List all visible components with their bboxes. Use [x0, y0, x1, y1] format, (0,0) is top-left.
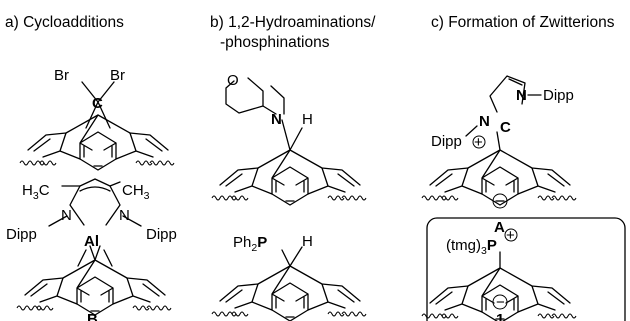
phosphonium-zwitterion-1: (tmg)3P + − 1: [421, 217, 626, 321]
nacnac-nitrogen-right-label: N: [119, 207, 130, 224]
dipp-right-label: Dipp: [543, 87, 574, 104]
bromine-left-label: Br: [54, 67, 69, 84]
morpholine-oxygen-label: O: [227, 72, 239, 89]
tmg-phosphonium-label: (tmg)3P: [446, 237, 497, 257]
diphenylphosphine-label: Ph2P: [233, 234, 267, 254]
dipp-left-label: Dipp: [6, 226, 37, 243]
carbene-carbon-label: C: [500, 119, 511, 136]
methyl-left-label: H3C: [22, 182, 50, 202]
compound-label-b: B: [87, 311, 98, 321]
anionic-charge: [492, 294, 508, 310]
cationic-charge: [472, 135, 486, 149]
header-cycloadditions: a) Cycloadditions: [5, 14, 124, 31]
minus-sign: −: [496, 294, 505, 311]
header-hydroaminations: b) 1,2-Hydroaminations/: [210, 14, 376, 31]
aluminium-label: Al: [84, 233, 99, 250]
compound-label-a: A: [494, 219, 505, 236]
hydrophosphination-product: Ph2P H: [211, 233, 367, 321]
minus-sign: −: [496, 193, 505, 210]
dipp-left-label: Dipp: [431, 133, 462, 150]
header-zwitterions: c) Formation of Zwitterions: [431, 14, 615, 31]
plus-sign: +: [474, 134, 483, 151]
morpholine-nitrogen-label: N: [271, 111, 282, 128]
imidazolium-nitrogen-3-label: N: [516, 87, 527, 104]
compound-label-1: 1: [496, 311, 504, 321]
header-phosphinations: -phosphinations: [220, 34, 330, 51]
imidazolium-nitrogen-1-label: N: [479, 113, 490, 130]
carbon-label: C: [92, 95, 103, 112]
bromine-right-label: Br: [110, 67, 125, 84]
dibromocyclopropane-adduct: Br Br C: [19, 67, 175, 171]
hydrogen-label: H: [302, 233, 313, 250]
highlight-box: [426, 217, 626, 321]
plus-sign: +: [506, 227, 515, 244]
hydrogen-label: H: [302, 111, 313, 128]
hydroamination-product: O N H: [211, 72, 367, 206]
cationic-charge: [504, 228, 518, 242]
aluminium-nacnac-adduct-b: H3C CH3 N N Dipp Dipp Al B: [6, 178, 177, 321]
nhc-zwitterion-a: N C N Dipp Dipp + − A: [421, 75, 577, 236]
dipp-right-label: Dipp: [146, 226, 177, 243]
anionic-charge: [492, 193, 508, 209]
nacnac-nitrogen-left-label: N: [61, 207, 72, 224]
methyl-right-label: CH3: [122, 182, 150, 202]
